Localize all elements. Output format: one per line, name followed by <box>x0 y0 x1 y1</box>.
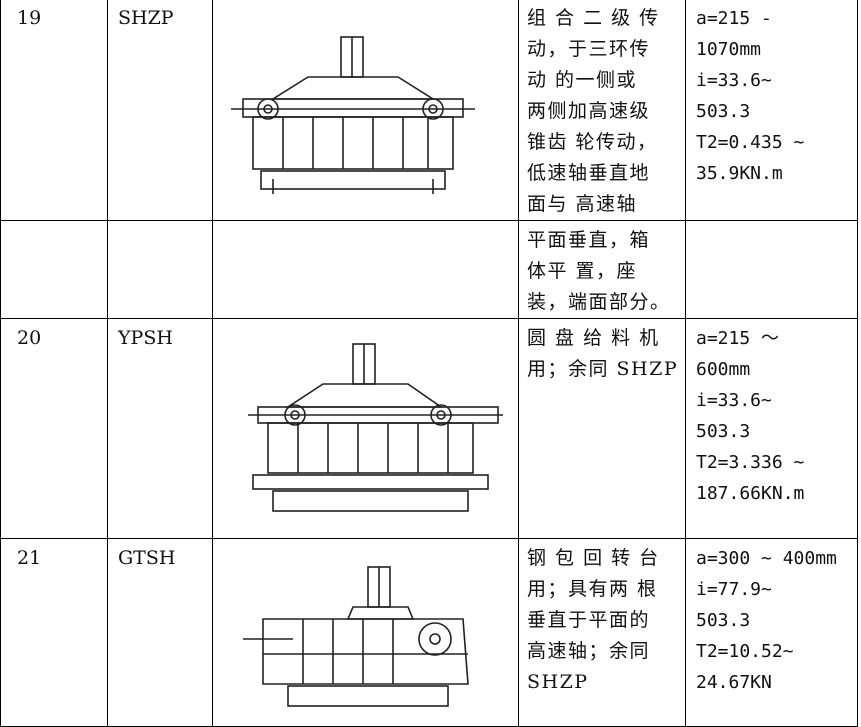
desc-line: 垂直于平面的 <box>527 609 651 631</box>
table-row: 20 YPSH 圆 盘 给 料 机 用；余同 SHZP a=2 <box>0 318 858 539</box>
desc-line: 钢 包 回 转 台 <box>527 547 660 569</box>
drawing-cell <box>212 318 519 539</box>
ypsh-gearbox-drawing <box>248 343 503 512</box>
table-row: 19 SHZP 组 合 二 级 传 动，于三环传 动 的一侧或 两侧 <box>0 0 858 221</box>
desc-line: 用；具有两 根 <box>527 578 658 600</box>
row-number <box>0 220 108 319</box>
model-code: SHZP <box>107 0 213 221</box>
table-row: 21 GTSH 钢 包 回 转 台 用；具有两 根 垂直于平面的 高速轴；余同 … <box>0 538 858 727</box>
param-line: 503.3 <box>696 610 751 631</box>
desc-line: 高速轴；余同 <box>527 640 651 662</box>
param-line: a=215 ～ <box>696 328 780 349</box>
desc-line: 组 合 二 级 传 <box>527 7 660 29</box>
parameters-cell: a=300 ~ 400mm i=77.9~ 503.3 T2=10.52~ 24… <box>685 538 858 727</box>
desc-line: 动，于三环传 <box>527 38 651 60</box>
description-cell: 平面垂直，箱 体平 置，座 装，端面部分。 <box>518 220 686 319</box>
param-line: 503.3 <box>696 421 751 442</box>
param-line: 1070mm <box>696 39 762 60</box>
param-line: 187.66KN.m <box>696 483 805 504</box>
desc-line: 圆 盘 给 料 机 <box>527 327 660 349</box>
desc-line: 两侧加高速级 <box>527 100 651 122</box>
description-cell: 组 合 二 级 传 动，于三环传 动 的一侧或 两侧加高速级 锥齿 轮传动， 低… <box>518 0 686 221</box>
desc-line: 装，端面部分。 <box>527 291 671 313</box>
param-line: i=33.6~ <box>696 390 772 411</box>
row-number: 21 <box>0 538 108 727</box>
model-code: GTSH <box>107 538 213 727</box>
param-line: i=77.9~ <box>696 579 772 600</box>
parameters-cell: a=215 ～ 600mm i=33.6~ 503.3 T2=3.336 ~ 1… <box>685 318 858 539</box>
drawing-cell <box>212 220 519 319</box>
desc-line: SHZP <box>527 671 589 693</box>
param-line: i=33.6~ <box>696 70 772 91</box>
row-number: 20 <box>0 318 108 539</box>
drawing-cell <box>212 538 519 727</box>
desc-line: 平面垂直，箱 <box>527 229 651 251</box>
param-line: a=215 - <box>696 8 772 29</box>
desc-line: 体平 置，座 <box>527 260 638 282</box>
param-line: T2=10.52~ <box>696 641 794 662</box>
model-code: YPSH <box>107 318 213 539</box>
model-code <box>107 220 213 319</box>
param-line: 24.67KN <box>696 672 772 693</box>
description-cell: 圆 盘 给 料 机 用；余同 SHZP <box>518 318 686 539</box>
row-number: 19 <box>0 0 108 221</box>
description-cell: 钢 包 回 转 台 用；具有两 根 垂直于平面的 高速轴；余同 SHZP <box>518 538 686 727</box>
param-line: T2=0.435 ~ <box>696 132 805 153</box>
parameters-cell <box>685 220 858 319</box>
param-line: 600mm <box>696 359 751 380</box>
drawing-cell <box>212 0 519 221</box>
table-row: 平面垂直，箱 体平 置，座 装，端面部分。 <box>0 220 858 319</box>
param-line: T2=3.336 ~ <box>696 452 805 473</box>
gtsh-gearbox-drawing <box>243 566 469 707</box>
desc-line: 锥齿 轮传动， <box>527 131 658 153</box>
desc-line: 动 的一侧或 <box>527 69 638 91</box>
param-line: 503.3 <box>696 101 751 122</box>
desc-line: 面与 高速轴 <box>527 193 638 215</box>
param-line: a=300 ~ 400mm <box>696 548 837 569</box>
parameters-cell: a=215 - 1070mm i=33.6~ 503.3 T2=0.435 ~ … <box>685 0 858 221</box>
desc-line: 低速轴垂直地 <box>527 162 651 184</box>
desc-line: 用；余同 SHZP <box>527 358 679 380</box>
shzp-gearbox-drawing <box>231 36 475 194</box>
param-line: 35.9KN.m <box>696 163 783 184</box>
